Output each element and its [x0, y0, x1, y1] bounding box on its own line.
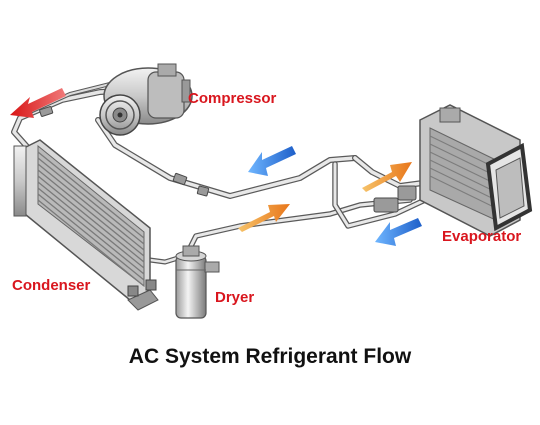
warm-flow-arrow-left — [238, 204, 290, 232]
pipe-fittings — [39, 106, 417, 213]
evaporator-unit — [419, 104, 533, 237]
cold-flow-arrow-upper — [248, 146, 296, 176]
refrigerant-pipes — [11, 78, 433, 265]
condenser-unit — [13, 139, 159, 311]
compressor-unit — [99, 63, 193, 136]
dryer-label: Dryer — [215, 289, 255, 306]
flow-arrows — [10, 88, 422, 246]
dryer-unit — [175, 245, 220, 319]
warm-flow-arrow-right — [362, 162, 412, 192]
cold-flow-arrow-lower — [375, 218, 422, 246]
evaporator-label: Evaporator — [442, 228, 522, 245]
compressor-label: Compressor — [188, 90, 277, 107]
diagram-title: AC System Refrigerant Flow — [128, 345, 412, 368]
condenser-label: Condenser — [12, 277, 91, 294]
hot-flow-arrow — [10, 88, 66, 118]
